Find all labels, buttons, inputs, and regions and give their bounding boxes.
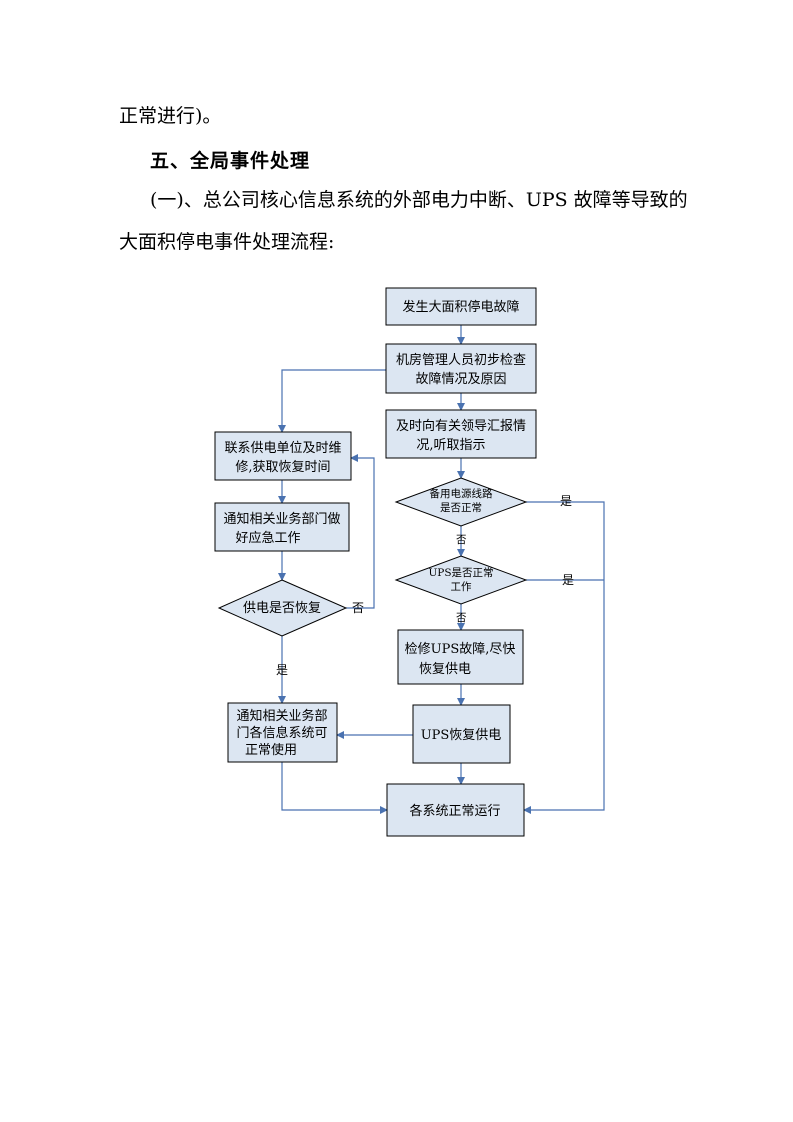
label-backup-no: 否: [456, 534, 467, 546]
connector-power-no: [346, 454, 375, 609]
node-ups-line1: UPS是否正常: [428, 566, 493, 579]
connector-inspect-contact: [278, 369, 386, 433]
label-backup-yes: 是: [560, 494, 572, 508]
node-backup-decision: 备用电源线路 是否正常: [394, 477, 528, 527]
node-report-line2: 况,听取指示: [416, 438, 485, 453]
node-prepare-line1: 通知相关业务部门做: [223, 511, 340, 527]
node-usable-line1: 通知相关业务部: [236, 708, 327, 724]
node-allnormal-text: 各系统正常运行: [409, 803, 500, 819]
node-contact-supplier: 联系供电单位及时维 修,获取恢复时间: [214, 431, 352, 481]
node-report-line1: 及时向有关领导汇报情: [396, 418, 526, 434]
node-inspect-line1: 机房管理人员初步检查: [396, 352, 526, 368]
subheading-line-1: (一)、总公司核心信息系统的外部电力中断、UPS 故障等导致的: [150, 189, 688, 211]
node-usable-line3: 正常使用: [245, 742, 297, 758]
node-restored-text: UPS恢复供电: [421, 728, 502, 743]
node-start: 发生大面积停电故障: [385, 287, 537, 326]
connector-notify-allnormal: [281, 762, 388, 814]
node-contact-line2: 修,获取恢复时间: [235, 460, 330, 475]
node-backup-line2: 是否正常: [440, 501, 482, 514]
node-ups-restored: UPS恢复供电: [412, 704, 511, 764]
node-power-text: 供电是否恢复: [243, 601, 321, 616]
subheading-line-2: 大面积停电事件处理流程:: [119, 231, 335, 253]
node-report: 及时向有关领导汇报情 况,听取指示: [385, 409, 537, 459]
node-inspect: 机房管理人员初步检查 故障情况及原因: [385, 343, 537, 394]
node-repair-line1: 检修UPS故障,尽快: [405, 642, 516, 657]
node-ups-decision: UPS是否正常 工作: [394, 555, 528, 605]
node-prepare-line2: 好应急工作: [235, 530, 300, 546]
node-notify-prepare: 通知相关业务部门做 好应急工作: [214, 502, 350, 552]
label-power-yes: 是: [276, 663, 288, 677]
node-start-text: 发生大面积停电故障: [402, 299, 519, 315]
label-ups-yes: 是: [562, 573, 574, 587]
node-all-normal: 各系统正常运行: [386, 783, 525, 837]
node-repair-line2: 恢复供电: [419, 662, 471, 677]
connector-backup-yes: [523, 501, 605, 814]
node-power-decision: 供电是否恢复: [217, 579, 348, 637]
node-inspect-line2: 故障情况及原因: [415, 372, 506, 387]
label-ups-no: 否: [456, 612, 467, 624]
node-notify-usable: 通知相关业务部 门各信息系统可 正常使用: [227, 702, 338, 763]
section-heading: 五、全局事件处理: [150, 150, 311, 172]
flow-connectors: [278, 325, 605, 814]
node-contact-line1: 联系供电单位及时维: [224, 441, 341, 456]
label-power-no: 否: [352, 601, 364, 615]
node-ups-line2: 工作: [451, 581, 472, 593]
continuation-text: 正常进行)。: [119, 105, 222, 127]
node-backup-line1: 备用电源线路: [430, 487, 493, 500]
node-repair-ups: 检修UPS故障,尽快 恢复供电: [397, 629, 524, 685]
node-usable-line2: 门各信息系统可: [236, 725, 327, 741]
